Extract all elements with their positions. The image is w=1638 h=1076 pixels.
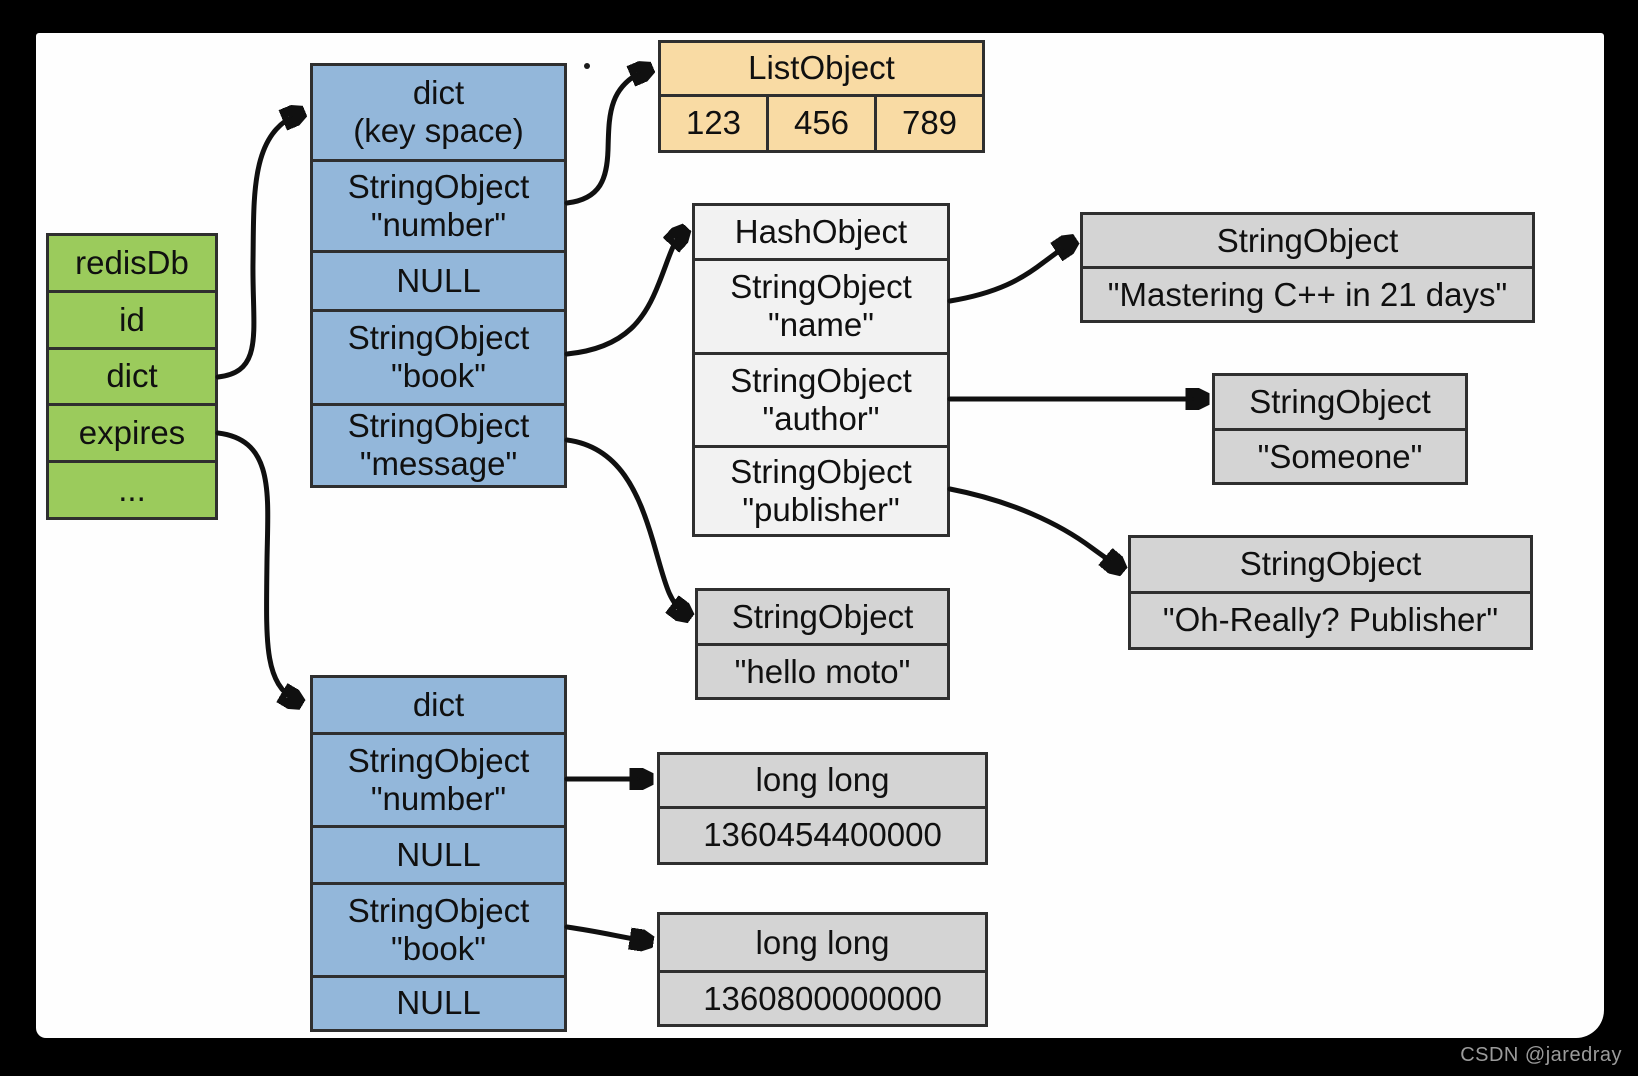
expires-null-cell-2: NULL [313,974,564,1029]
string-object-publisher: StringObject "Oh-Really? Publisher" [1128,535,1533,650]
key-null-cell: NULL [313,250,564,309]
watermark: CSDN @jaredray [1460,1044,1622,1066]
redisdb-row-expires: expires [49,403,215,460]
hash-name-cell: StringObject "name" [695,257,947,353]
expires-number-type: StringObject [347,742,530,780]
key-space-title-line1: dict [412,74,465,112]
long-long-number: long long 1360454400000 [657,752,988,865]
list-object-table: ListObject 123 456 789 [658,40,985,153]
list-object-cells: 123 456 789 [661,93,982,150]
list-cell-1: 123 [685,104,742,142]
hash-name-value: "name" [768,306,874,344]
string-object-someone: StringObject "Someone" [1212,373,1468,485]
list-cell-3: 789 [874,96,982,150]
hash-author-value: "author" [762,400,880,438]
key-book-cell: StringObject "book" [313,308,564,403]
hash-publisher-value: "publisher" [742,491,900,529]
expires-dict-table: dict StringObject "number" NULL StringOb… [310,675,567,1032]
hash-publisher-cell: StringObject "publisher" [695,445,947,534]
expires-book-value: "book" [391,929,486,967]
redisdb-row-ellipsis: ... [49,460,215,517]
key-space-title-line2: (key space) [353,112,524,150]
key-book-type: StringObject [347,319,530,357]
key-message-type: StringObject [347,407,530,445]
hash-object-title: HashObject [734,212,908,250]
long-book-value: 1360800000000 [660,970,985,1024]
redisdb-table: redisDb id dict expires ... [46,233,218,520]
key-message-cell: StringObject "message" [313,402,564,485]
redisdb-row-title: redisDb [75,243,189,281]
key-space-header: dict (key space) [313,66,564,159]
hash-author-type: StringObject [730,362,912,400]
key-book-value: "book" [391,357,486,395]
long-long-book: long long 1360800000000 [657,912,988,1027]
key-number-cell: StringObject "number" [313,158,564,250]
mastering-value: "Mastering C++ in 21 days" [1083,266,1532,320]
hello-value: "hello moto" [698,643,947,697]
list-cell-2: 456 [766,96,874,150]
hash-author-cell: StringObject "author" [695,352,947,445]
key-space-dict-table: dict (key space) StringObject "number" N… [310,63,567,488]
long-book-title: long long [755,923,890,961]
long-number-value: 1360454400000 [660,805,985,862]
mastering-title: StringObject [1216,221,1399,259]
expires-number-value: "number" [370,780,507,818]
key-number-type: StringObject [347,167,530,205]
key-message-value: "message" [359,445,518,483]
someone-title: StringObject [1249,383,1431,421]
hash-publisher-type: StringObject [730,453,912,491]
redisdb-row-dict: dict [49,346,215,404]
key-number-value: "number" [370,205,507,243]
hello-title: StringObject [731,598,914,636]
someone-value: "Someone" [1215,428,1465,482]
redisdb-row-id: id [49,289,215,347]
ink-speck [584,63,590,69]
string-object-mastering: StringObject "Mastering C++ in 21 days" [1080,212,1535,323]
expires-book-cell: StringObject "book" [313,881,564,975]
hash-object-table: HashObject StringObject "name" StringObj… [692,203,950,537]
expires-null-cell-1: NULL [313,825,564,881]
publisher-title: StringObject [1239,545,1422,583]
expires-dict-title: dict [412,686,465,724]
long-number-title: long long [755,761,890,799]
list-object-title: ListObject [748,49,895,87]
string-object-hello-moto: StringObject "hello moto" [695,588,950,700]
expires-book-type: StringObject [347,891,530,929]
hash-name-type: StringObject [730,268,912,306]
expires-number-cell: StringObject "number" [313,732,564,825]
publisher-value: "Oh-Really? Publisher" [1131,590,1530,647]
